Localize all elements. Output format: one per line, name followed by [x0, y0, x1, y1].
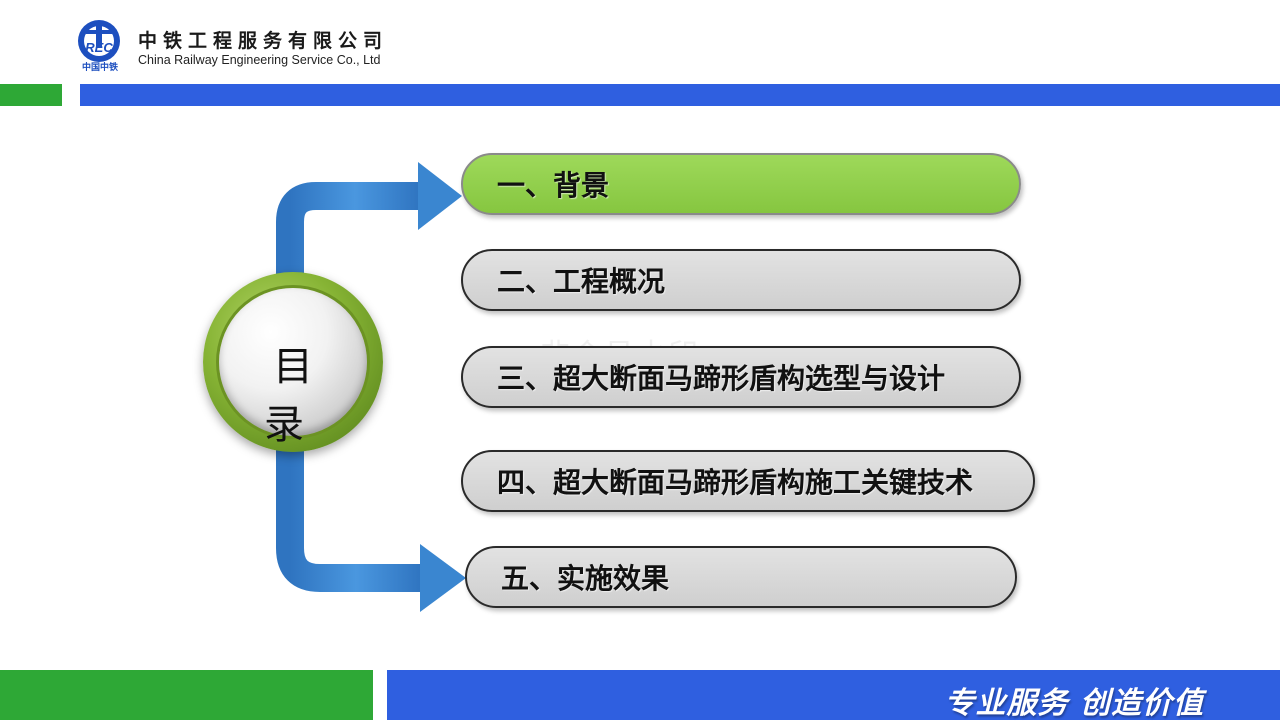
toc-item-shield-design[interactable]: 三、超大断面马蹄形盾构选型与设计 [461, 346, 1021, 408]
footer-slogan: 专业服务 创造价值 [944, 686, 1204, 721]
toc-title: 目 录 [264, 344, 331, 448]
header-blue-bar [80, 84, 1280, 106]
toc-item-background[interactable]: 一、背景 [461, 153, 1021, 215]
lower-arrowhead-icon [420, 544, 466, 612]
toc-item-project-overview[interactable]: 二、工程概况 [461, 249, 1021, 311]
upper-arrow-icon [276, 182, 420, 300]
company-name-cn: 中铁工程服务有限公司 [138, 30, 389, 52]
footer-green-bar [0, 670, 373, 720]
toc-ring: 目 录 [203, 272, 383, 452]
header-green-bar [0, 84, 62, 106]
company-name-en: China Railway Engineering Service Co., L… [138, 53, 381, 67]
logo-subtitle: 中国中铁 [81, 63, 118, 73]
logo-text: REC [85, 40, 113, 55]
toc-item-construction-tech[interactable]: 四、超大断面马蹄形盾构施工关键技术 [461, 450, 1035, 512]
company-logo-icon: REC [78, 20, 120, 62]
toc-ring-inner: 目 录 [219, 288, 367, 448]
lower-arrow-icon [276, 430, 422, 592]
footer-blue-bar [387, 670, 1280, 720]
toc-item-results[interactable]: 五、实施效果 [465, 546, 1017, 608]
upper-arrowhead-icon [418, 162, 462, 230]
